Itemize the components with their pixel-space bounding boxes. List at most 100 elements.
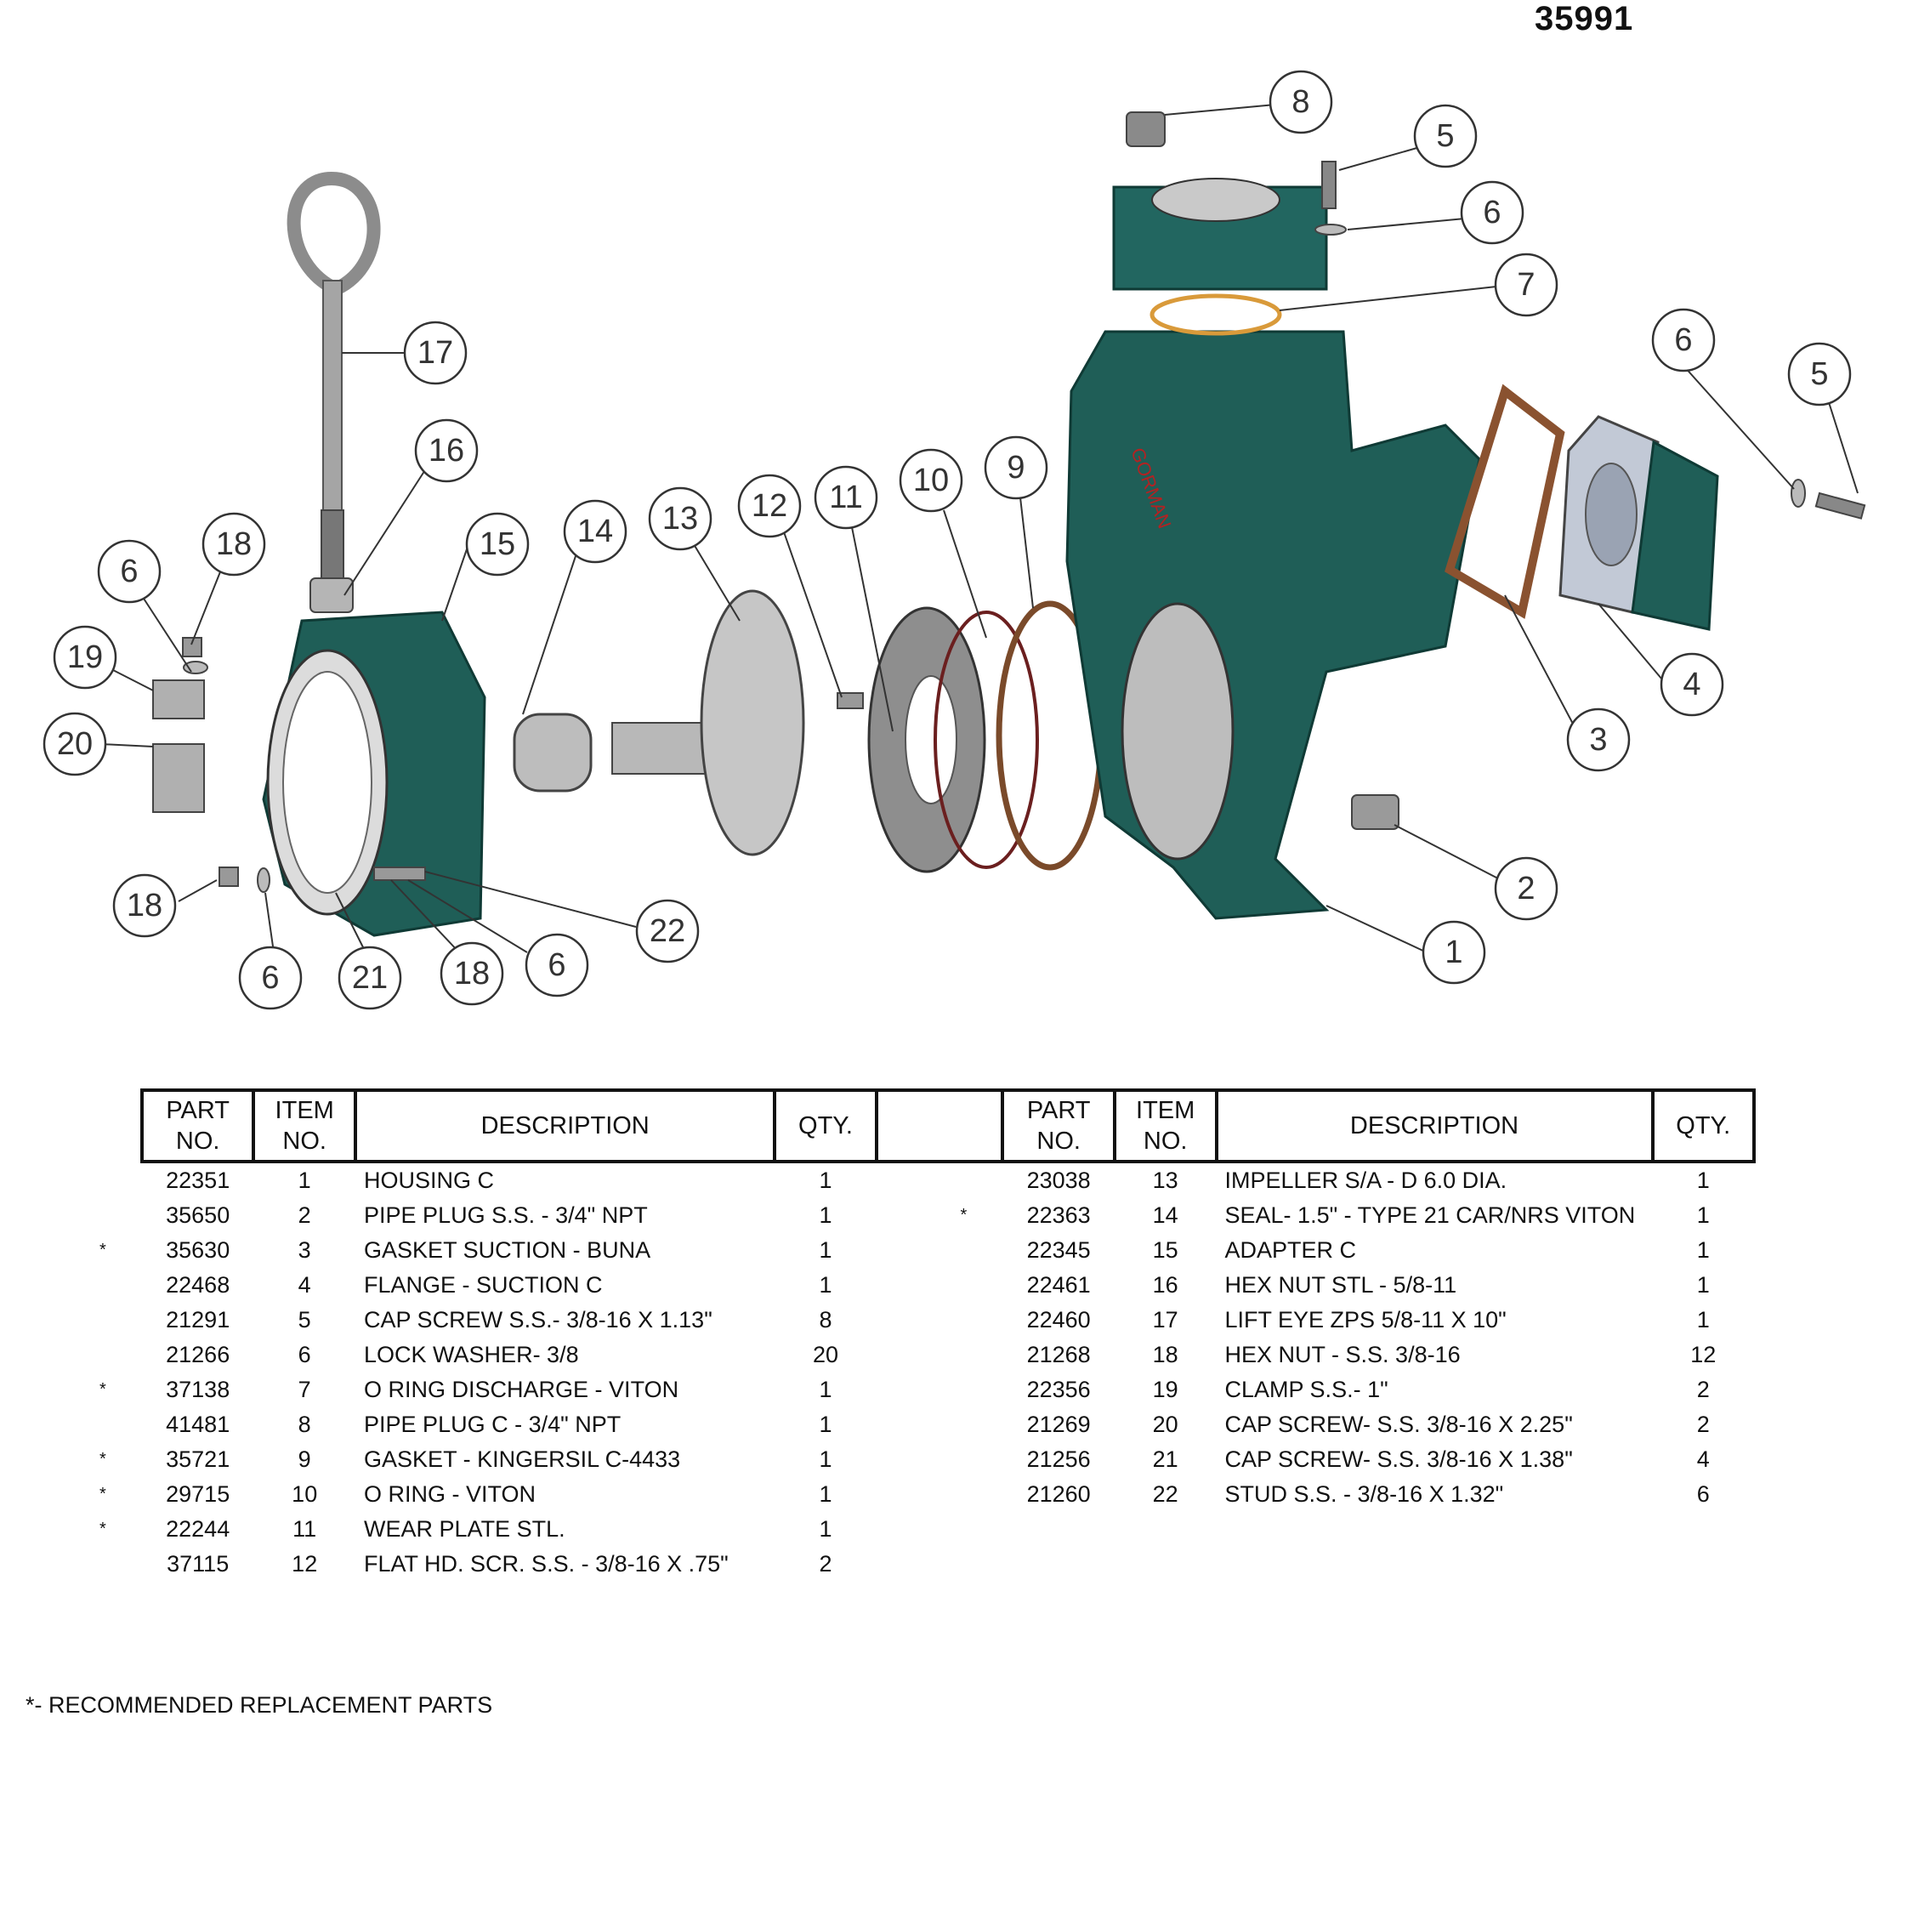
svg-text:6: 6: [120, 554, 138, 589]
part-number: 21269: [1026, 1412, 1091, 1437]
svg-text:18: 18: [454, 956, 490, 992]
cap-screw-part: [1814, 492, 1866, 520]
spacer-cell: [877, 1372, 1003, 1407]
svg-text:22: 22: [650, 913, 685, 949]
part-number: 22468: [166, 1272, 230, 1298]
hex-nut-small-part: [219, 867, 239, 887]
callout-6: 6: [1651, 308, 1716, 372]
callout-18: 18: [440, 941, 504, 1006]
empty-cell: [1115, 1512, 1217, 1547]
item-no-cell: 12: [292, 1551, 318, 1577]
item-no-cell: 15: [1152, 1237, 1178, 1263]
svg-text:1: 1: [1445, 935, 1462, 970]
callout-2: 2: [1494, 856, 1558, 921]
part-number: 41481: [166, 1412, 230, 1437]
recommended-mark: *: [99, 1485, 106, 1503]
gasket-suction-part: [1445, 384, 1565, 619]
qty-cell: 1: [1696, 1307, 1710, 1333]
svg-text:5: 5: [1810, 356, 1828, 392]
qty-cell: 1: [819, 1168, 832, 1193]
cap-screw-part: [1321, 161, 1337, 209]
qty-cell: 4: [1696, 1446, 1710, 1472]
clamp-screw-part: [152, 743, 205, 813]
part-number: 29715: [166, 1481, 230, 1507]
item-no-cell: 8: [298, 1412, 311, 1437]
callout-5: 5: [1413, 104, 1478, 168]
item-no-cell: 22: [1152, 1481, 1178, 1507]
svg-text:6: 6: [1674, 322, 1692, 358]
svg-text:18: 18: [216, 526, 252, 562]
part-no-cell: 22345: [1002, 1233, 1114, 1268]
svg-text:5: 5: [1436, 118, 1454, 154]
part-no-cell: 22356: [1002, 1372, 1114, 1407]
empty-cell: [1002, 1547, 1114, 1582]
part-number: 21291: [166, 1307, 230, 1333]
recommended-mark: *: [99, 1380, 106, 1399]
footnote: *- RECOMMENDED REPLACEMENT PARTS: [26, 1692, 493, 1718]
lock-washer-part: [183, 661, 208, 674]
hex-nut-small-part: [182, 637, 202, 657]
svg-text:19: 19: [67, 639, 103, 675]
description-cell: CAP SCREW- S.S. 3/8-16 X 1.38": [1224, 1446, 1573, 1472]
description-cell: HEX NUT STL - 5/8-11: [1224, 1272, 1457, 1298]
callout-22: 22: [635, 899, 700, 963]
callout-4: 4: [1660, 652, 1724, 717]
description-cell: ADAPTER C: [1224, 1237, 1357, 1263]
spacer-cell: [877, 1547, 1003, 1582]
description-cell: STUD S.S. - 3/8-16 X 1.32": [1224, 1481, 1504, 1507]
qty-cell: 6: [1696, 1481, 1710, 1507]
pipe-plug-part: [1126, 111, 1166, 147]
o-ring-part: [934, 611, 1039, 869]
part-no-cell: *22363: [960, 1198, 1114, 1233]
svg-text:6: 6: [261, 960, 279, 996]
qty-cell: 1: [819, 1237, 832, 1263]
svg-text:3: 3: [1589, 722, 1607, 758]
spacer-cell: [877, 1477, 1003, 1512]
part-number: 37115: [167, 1551, 230, 1577]
document-number: 35991: [1535, 0, 1634, 37]
callout-14: 14: [563, 499, 627, 564]
callout-17: 17: [403, 321, 468, 385]
wear-plate-part: [867, 606, 986, 873]
leader-lines: [99, 104, 1859, 953]
lift-eye-part: [287, 171, 381, 596]
empty-cell: [1115, 1547, 1217, 1582]
callout-13: 13: [648, 486, 712, 551]
spacer-cell: [877, 1442, 1003, 1477]
svg-text:16: 16: [429, 433, 464, 469]
callout-21: 21: [338, 946, 402, 1010]
callout-18: 18: [112, 873, 177, 938]
svg-text:2: 2: [1517, 871, 1535, 906]
lock-washer-part: [257, 867, 270, 893]
pipe-plug-ss-part: [1351, 794, 1399, 830]
qty-cell: 1: [1696, 1168, 1710, 1193]
header-description: DESCRIPTION: [354, 1088, 777, 1163]
callout-18: 18: [202, 512, 266, 577]
part-no-cell: 21266: [142, 1338, 253, 1372]
part-number: 21266: [166, 1342, 230, 1367]
item-no-cell: 9: [298, 1446, 311, 1472]
qty-cell: 1: [819, 1481, 832, 1507]
svg-text:20: 20: [57, 726, 93, 762]
item-no-cell: 5: [298, 1307, 311, 1333]
description-cell: LIFT EYE ZPS 5/8-11 X 10": [1224, 1307, 1507, 1333]
description-cell: CAP SCREW S.S.- 3/8-16 X 1.13": [364, 1307, 712, 1333]
qty-cell: 1: [1696, 1272, 1710, 1298]
callout-6: 6: [1460, 180, 1524, 245]
part-no-cell: 21291: [142, 1303, 253, 1338]
empty-cell: [1002, 1512, 1114, 1547]
empty-cell: [1217, 1512, 1653, 1547]
description-cell: HOUSING C: [364, 1168, 495, 1193]
item-no-cell: 7: [298, 1377, 311, 1402]
part-number: 35630: [166, 1237, 230, 1263]
qty-cell: 2: [1696, 1377, 1710, 1402]
description-cell: WEAR PLATE STL.: [364, 1516, 565, 1542]
